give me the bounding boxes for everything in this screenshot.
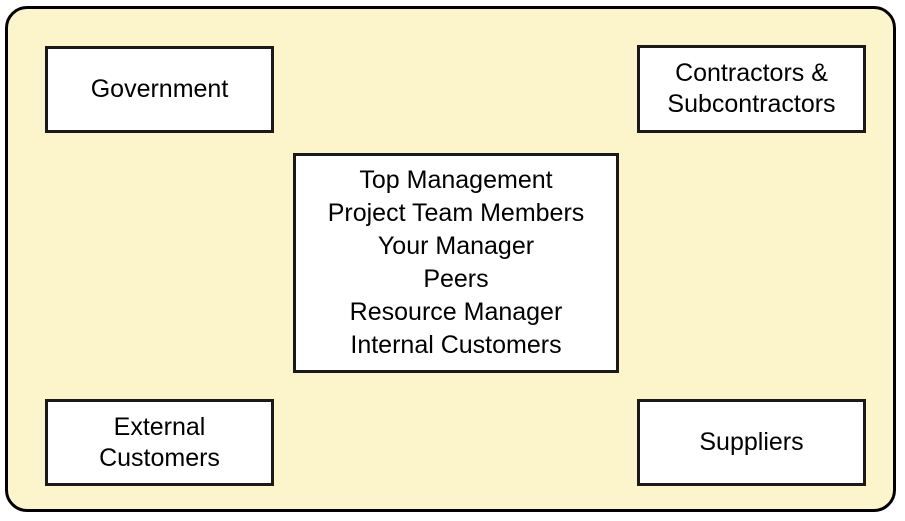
stakeholder-box-government: Government (45, 46, 274, 133)
stakeholder-box-suppliers: Suppliers (637, 399, 866, 486)
stakeholder-box-internal: Top Management Project Team Members Your… (293, 153, 619, 373)
stakeholder-box-government-label: Government (90, 75, 229, 103)
stakeholder-box-internal-label: Top Management Project Team Members Your… (327, 166, 585, 359)
stakeholder-field-container: Government Contractors & Subcontractors … (5, 6, 896, 512)
stakeholder-box-external-customers-label: External Customers (99, 412, 220, 472)
stakeholder-box-suppliers-label: Suppliers (699, 428, 804, 456)
stakeholder-box-contractors-label: Contractors & Subcontractors (667, 59, 836, 118)
stakeholder-box-external-customers: External Customers (45, 399, 274, 486)
stakeholder-box-contractors: Contractors & Subcontractors (637, 45, 866, 133)
